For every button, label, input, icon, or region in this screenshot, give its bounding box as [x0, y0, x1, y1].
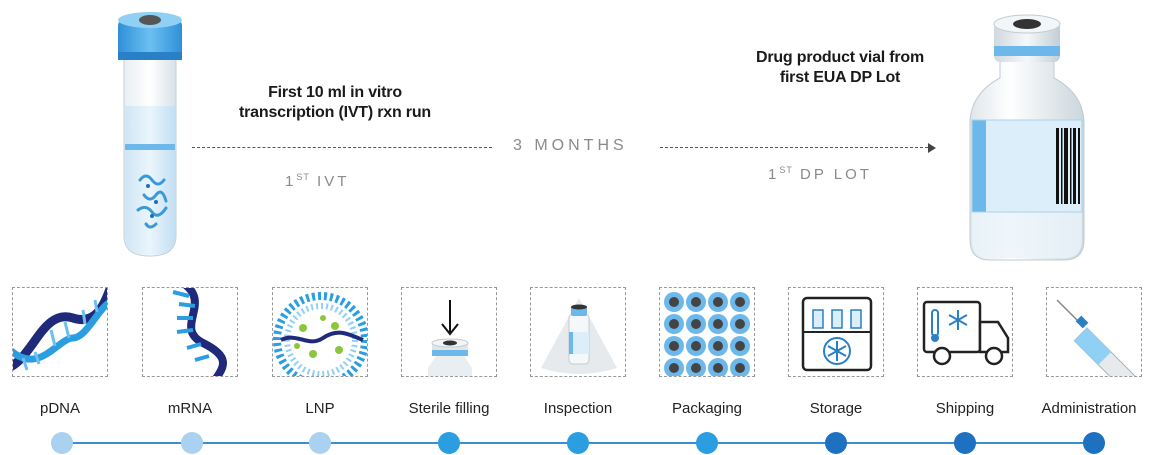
stage-label-inspection: Inspection: [543, 400, 613, 417]
stage-box-storage: [788, 287, 884, 377]
ivt-caption-line1: First 10 ml in vitro: [268, 84, 402, 101]
freezer-icon: [801, 296, 873, 372]
stage-label-administration: Administration: [1041, 400, 1137, 417]
duration-arrow-line-right: [660, 147, 928, 148]
timeline-dot-pdna: [51, 432, 73, 454]
ivt-ordinal-suffix: ST: [296, 172, 310, 182]
duration-arrow-line-left: [192, 147, 492, 148]
arrow-right-icon: [928, 143, 936, 153]
stage-box-lnp: [272, 287, 368, 377]
stage-box-packaging: [659, 287, 755, 377]
stage-box-pdna: [12, 287, 108, 377]
stage-box-shipping: [917, 287, 1013, 377]
test-tube-icon: [118, 12, 182, 257]
ivt-ordinal: 1: [285, 173, 297, 190]
dp-ordinal-suffix: ST: [779, 165, 793, 175]
lipid-nanoparticle-icon: [273, 292, 367, 376]
syringe-icon: [1056, 299, 1138, 376]
mrna-strand-icon: [172, 288, 227, 376]
timeline-dot-sterile-filling: [438, 432, 460, 454]
stage-label-storage: Storage: [809, 400, 863, 417]
dp-text: DP LOT: [800, 166, 872, 183]
dp-caption-line1: Drug product vial from: [755, 49, 925, 66]
first-ivt-label: 1ST IVT: [285, 172, 349, 190]
dp-ordinal: 1: [768, 166, 780, 183]
ivt-caption: First 10 ml in vitro transcription (IVT)…: [225, 83, 445, 123]
cold-chain-truck-icon: [922, 300, 1010, 366]
vial-filling-icon: [428, 300, 472, 376]
timeline-dot-inspection: [567, 432, 589, 454]
stage-label-shipping: Shipping: [935, 400, 995, 417]
dna-double-helix-icon: [13, 288, 107, 371]
ivt-text: IVT: [317, 173, 350, 190]
duration-label: 3 MONTHS: [505, 137, 636, 155]
vial-grid-icon: [664, 292, 750, 376]
ivt-caption-line2: transcription (IVT) rxn run: [239, 104, 431, 121]
drug-vial-icon: [969, 14, 1085, 261]
stage-label-packaging: Packaging: [671, 400, 743, 417]
stage-box-sterile-filling: [401, 287, 497, 377]
first-dp-lot-label: 1ST DP LOT: [768, 165, 872, 183]
timeline-dot-administration: [1083, 432, 1105, 454]
stage-label-sterile-filling: Sterile filling: [408, 400, 490, 417]
timeline-dot-storage: [825, 432, 847, 454]
stage-box-administration: [1046, 287, 1142, 377]
dp-caption-line2: first EUA DP Lot: [779, 69, 901, 86]
stage-label-pdna: pDNA: [39, 400, 80, 417]
dp-caption: Drug product vial from first EUA DP Lot: [730, 48, 950, 88]
vial-inspection-icon: [541, 298, 617, 374]
stage-label-lnp: LNP: [305, 400, 335, 417]
timeline-dot-packaging: [696, 432, 718, 454]
stage-box-inspection: [530, 287, 626, 377]
timeline-dot-shipping: [954, 432, 976, 454]
stage-box-mrna: [142, 287, 238, 377]
timeline-dot-mrna: [181, 432, 203, 454]
timeline-dot-lnp: [309, 432, 331, 454]
stage-label-mrna: mRNA: [167, 400, 213, 417]
